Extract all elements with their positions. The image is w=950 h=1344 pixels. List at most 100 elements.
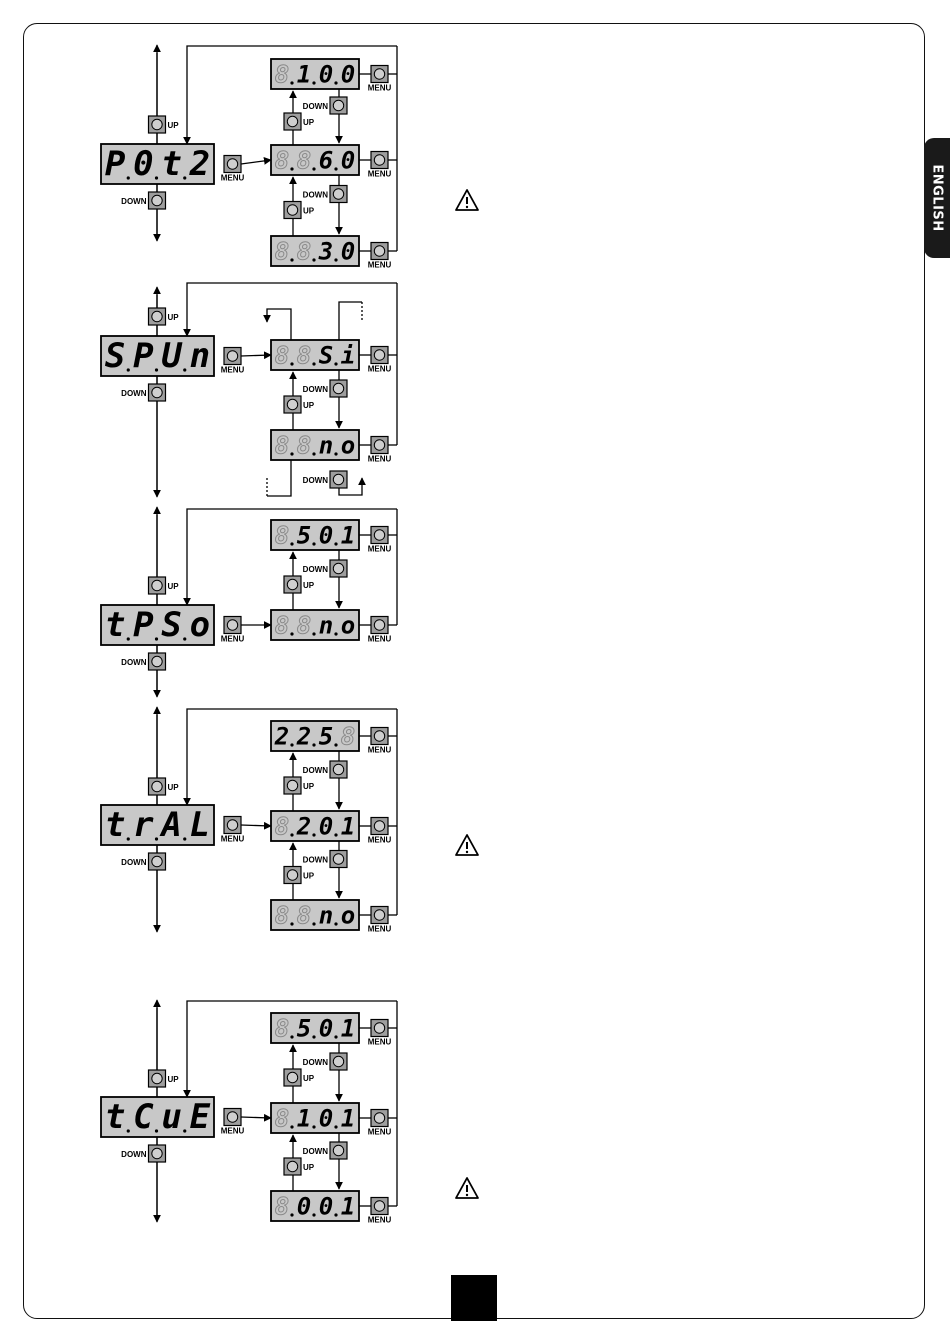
section-pot2-option-menu-button-led bbox=[373, 245, 386, 257]
section-pot2-step-down-button-led bbox=[332, 188, 345, 200]
section-pot2-option-display-digit: 0 bbox=[341, 60, 355, 88]
section-pot2-step-down-button-led bbox=[332, 99, 345, 112]
section-pot2-option-display-dot bbox=[334, 167, 338, 171]
section-spun-wrap-down-button-led bbox=[332, 473, 345, 486]
section-tpso-main-display-dot bbox=[154, 637, 159, 641]
section-tcue-menu-arrow bbox=[240, 1113, 272, 1122]
section-spun-option-display-digit: o bbox=[341, 431, 355, 459]
section-tral-option-display-dot bbox=[334, 922, 338, 926]
section-spun-option-display-dot bbox=[312, 452, 316, 456]
section-pot2-option-display-digit: 0 bbox=[341, 146, 355, 174]
section-tpso-option-display-dot bbox=[334, 632, 338, 636]
section-tral-main-display-dot bbox=[183, 837, 187, 841]
section-tcue-option-display-digit: 8 bbox=[275, 1104, 289, 1132]
section-pot2-option-display-digit: 8 bbox=[275, 146, 289, 174]
section-tcue-step-up-button-label: UP bbox=[303, 1074, 315, 1083]
section-tral-option-display-dot bbox=[290, 743, 294, 747]
section-tcue-option-display-dot bbox=[290, 1213, 294, 1217]
section-tpso-down-button-label: DOWN bbox=[121, 658, 147, 667]
section-tcue-option-display-digit: 1 bbox=[341, 1014, 355, 1042]
section-tpso-menu-button-led bbox=[226, 619, 239, 631]
section-tpso-option-menu-button-led bbox=[373, 529, 386, 541]
section-tral-step-up-button-led bbox=[286, 869, 299, 881]
section-tral-option-display-digit: 2 bbox=[296, 722, 311, 750]
section-tpso-step-down-button-label: DOWN bbox=[303, 565, 329, 574]
section-tcue-main-display-digit: t bbox=[105, 1097, 125, 1137]
section-spun-option-display-digit: 8 bbox=[297, 341, 311, 369]
section-tpso-option-display-dot bbox=[290, 632, 294, 636]
section-tral-up-button-led bbox=[151, 780, 163, 793]
section-tral-main-display-digit: L bbox=[190, 805, 210, 845]
section-tral-menu-arrow bbox=[240, 821, 272, 830]
section-tral-down-button-label: DOWN bbox=[121, 858, 147, 867]
warning-icon bbox=[455, 834, 479, 856]
section-tcue-option-display-digit: 8 bbox=[275, 1192, 289, 1220]
section-spun-main-display-digit: n bbox=[190, 336, 210, 376]
section-tral-step-up-button-label: UP bbox=[303, 872, 315, 881]
section-spun-menu-button-label: MENU bbox=[221, 366, 245, 375]
section-spun-step-down-button-led bbox=[332, 382, 345, 395]
section-pot2-option-display-digit: 6 bbox=[319, 146, 333, 174]
section-pot2-option-display-digit: 8 bbox=[297, 146, 311, 174]
section-spun-up-button-label: UP bbox=[168, 313, 180, 322]
section-tral-return-loop bbox=[183, 708, 397, 806]
section-pot2-option-display-digit: 1 bbox=[297, 60, 311, 88]
section-tral-option-menu-button-led bbox=[373, 730, 386, 742]
section-tcue-step-down-button-label: DOWN bbox=[303, 1058, 329, 1067]
section-tral-menu-button-label: MENU bbox=[221, 835, 245, 844]
section-spun-menu-arrow bbox=[240, 351, 272, 360]
section-tpso-option-menu-button-label: MENU bbox=[368, 545, 392, 554]
section-spun-step-down-button-label: DOWN bbox=[303, 385, 329, 394]
section-tcue-option-display-dot bbox=[334, 1125, 338, 1129]
section-tpso-option-display-digit: 5 bbox=[297, 521, 311, 549]
section-pot2-option-display-dot bbox=[334, 81, 338, 85]
section-pot2-up-button-led bbox=[151, 118, 163, 131]
section-tcue-option-display-dot bbox=[312, 1213, 316, 1217]
section-tcue-step-up-button-led bbox=[286, 1160, 299, 1173]
section-tcue-up-button-label: UP bbox=[168, 1075, 180, 1084]
section-pot2-up-button-label: UP bbox=[168, 121, 180, 130]
section-spun-option-display bbox=[270, 429, 360, 461]
spun-wrap-top-right bbox=[338, 301, 362, 340]
spun-wrap-bottom-left bbox=[267, 460, 292, 497]
section-pot2-option-display-dot bbox=[312, 81, 316, 85]
section-tral-option-display-dot bbox=[334, 833, 338, 837]
section-pot2-menu-button-led bbox=[226, 158, 239, 170]
warning-icon-dot bbox=[465, 1193, 469, 1197]
section-pot2-main-display-dot bbox=[154, 176, 159, 180]
section-spun-option-display-dot bbox=[312, 362, 316, 366]
section-tral-option-display-dot bbox=[290, 833, 294, 837]
section-tral-option-menu-button-led bbox=[373, 909, 386, 921]
section-tpso-main-display-digit: S bbox=[161, 605, 181, 645]
section-spun-option-menu-button-led bbox=[373, 439, 386, 451]
section-tral-option-display-digit: n bbox=[319, 901, 333, 929]
section-tcue-main-display-digit: C bbox=[133, 1097, 154, 1137]
section-pot2-option-display-dot bbox=[312, 167, 316, 171]
section-tcue-option-display-digit: 0 bbox=[319, 1014, 333, 1042]
section-tral-option-display-dot bbox=[312, 833, 316, 837]
section-tral-option-menu-button-label: MENU bbox=[368, 836, 392, 845]
section-spun-step-up-button-led bbox=[286, 398, 299, 411]
section-pot2-main-display-digit: 0 bbox=[133, 144, 153, 184]
section-tral-step-down-button-label: DOWN bbox=[303, 856, 329, 865]
section-tcue-option-display-dot bbox=[290, 1125, 294, 1129]
section-tpso-main-display-dot bbox=[126, 637, 130, 641]
section-pot2-main-display-dot bbox=[183, 176, 187, 180]
section-pot2-step-up-button-label: UP bbox=[303, 207, 315, 216]
section-tral-main-display-digit: A bbox=[159, 805, 181, 845]
section-tpso-option-display-digit: 0 bbox=[319, 521, 333, 549]
section-pot2-down-button-led bbox=[151, 194, 163, 207]
section-pot2-main-display-digit: 2 bbox=[189, 144, 210, 184]
section-tral-main-display-dot bbox=[126, 837, 130, 841]
section-tcue-option-display-digit: 1 bbox=[297, 1104, 311, 1132]
section-pot2-step-down-button-label: DOWN bbox=[303, 191, 329, 200]
section-tcue-option-display-dot bbox=[290, 1035, 294, 1039]
section-tcue-step-down-button-led bbox=[332, 1055, 345, 1068]
section-tral-step-up-button-label: UP bbox=[303, 782, 315, 791]
section-tral-option-display-digit: 1 bbox=[341, 812, 355, 840]
section-tpso-main-display-digit: t bbox=[105, 605, 125, 645]
section-pot2-option-menu-button-led bbox=[373, 68, 386, 80]
section-tcue-option-display-dot bbox=[312, 1035, 316, 1039]
warning-icon bbox=[455, 189, 479, 211]
